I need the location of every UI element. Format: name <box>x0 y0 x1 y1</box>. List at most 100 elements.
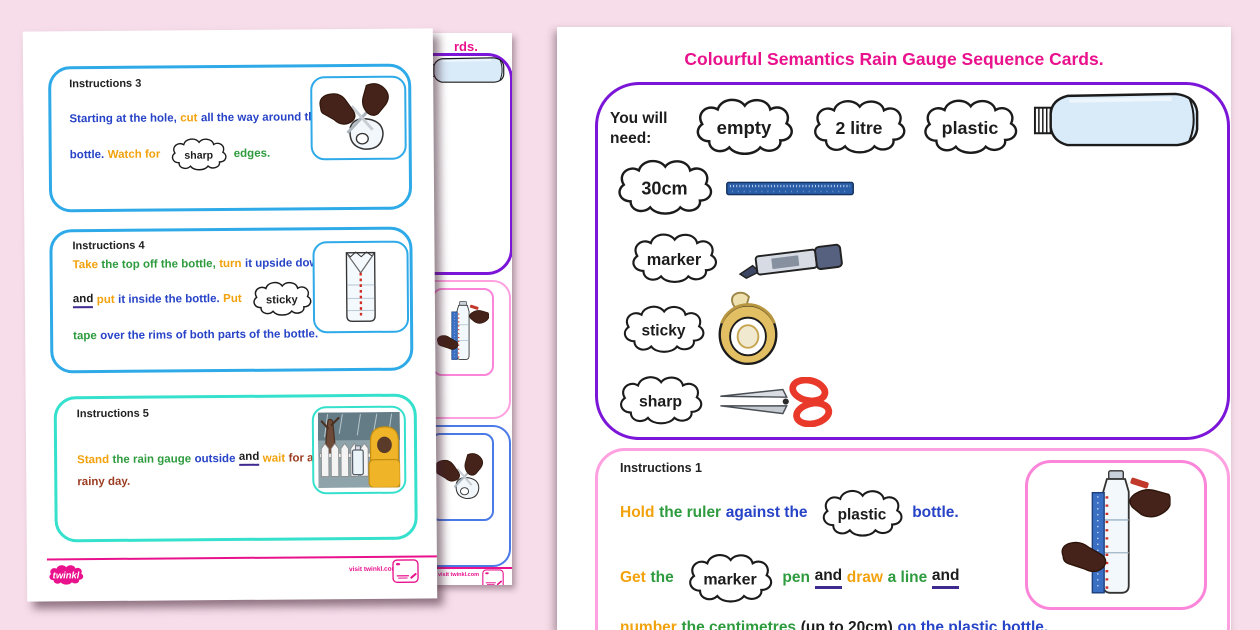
text-segment: bottle. <box>69 148 105 162</box>
visit-twinkl-link[interactable]: visit twinkl.com <box>348 565 398 574</box>
text-segment: and <box>72 292 94 308</box>
text-segment: cut <box>180 112 198 125</box>
cloud-word-plastic: plastic <box>914 90 1026 163</box>
twinkl-logo: twinkl <box>45 562 87 587</box>
cutting-bottle-icon <box>316 81 401 156</box>
instructions-1-card-partial <box>430 280 511 419</box>
twinkl-badge-icon <box>482 569 504 585</box>
visit-twinkl-link[interactable]: visit twinkl.com <box>438 572 479 578</box>
text-segment: the rain gauge <box>112 452 192 466</box>
cloud-word-marker: marker <box>680 547 780 609</box>
cloud-word-label: plastic <box>838 506 887 523</box>
instruction-image-frame <box>312 240 410 334</box>
cloud-word-label: sticky <box>642 322 686 339</box>
text-segment: tape <box>73 330 97 343</box>
text-segment: a line <box>887 569 928 586</box>
text-segment: Stand <box>77 453 110 466</box>
instruction-image-frame <box>430 433 494 521</box>
text-segment: rainy day. <box>77 475 131 489</box>
footer-divider <box>46 555 437 561</box>
twinkl-badge-icon <box>392 559 419 584</box>
text-segment: wait <box>262 452 286 465</box>
instruction-image-frame <box>1025 460 1207 610</box>
text-segment: put <box>96 293 115 307</box>
rainy-day-scene-icon <box>318 412 401 489</box>
you-will-need-label: You will need: <box>610 109 667 149</box>
instructions-4-card: Instructions 4 Take the top off the bott… <box>49 226 414 374</box>
instruction-image-frame <box>432 288 494 376</box>
text-segment: number <box>620 619 677 630</box>
footer-divider <box>430 567 512 569</box>
cloud-word-sticky: sticky <box>247 277 317 320</box>
text-segment: and <box>931 567 960 589</box>
partial-page-title: rds. <box>454 39 478 54</box>
right-page: Colourful Semantics Rain Gauge Sequence … <box>557 27 1231 630</box>
instructions-2-card-partial <box>430 425 511 567</box>
cloud-word-30cm: 30cm <box>608 151 721 223</box>
cloud-word-label: marker <box>704 572 757 589</box>
cloud-word-label: 2 litre <box>836 118 883 138</box>
text-segment: Take <box>72 259 99 272</box>
text-segment: all the way around the <box>200 111 322 125</box>
cloud-word-plastic: plastic <box>814 484 910 542</box>
text-segment: the top off the bottle, <box>101 258 216 272</box>
you-will-need-box: You will need: empty 2 litre plastic 30c… <box>595 82 1230 440</box>
card-title: Instructions 5 <box>76 407 149 421</box>
text-segment: the centimetres <box>681 619 797 630</box>
instruction-image-frame <box>311 405 407 495</box>
ruler-bottle-hands-icon <box>437 294 489 370</box>
middle-page: rds. visit twinkl.com <box>430 33 512 585</box>
text-segment: Hold <box>620 504 655 521</box>
text-segment: the ruler <box>659 504 722 521</box>
label-line: You will <box>610 110 668 127</box>
instructions-3-card: Instructions 3 Starting at the hole, cut… <box>48 63 413 213</box>
text-segment: and <box>238 450 260 466</box>
cloud-word-label: marker <box>647 251 702 269</box>
plastic-bottle-icon <box>430 55 508 85</box>
text-segment: it inside the bottle. <box>118 293 220 306</box>
cloud-word-marker: marker <box>623 225 725 291</box>
instructions-5-card: Instructions 5 Stand the rain gauge outs… <box>53 393 418 543</box>
scissors-icon <box>715 377 845 427</box>
instructions-1-card: Instructions 1 Hold the ruler against th… <box>595 448 1230 630</box>
sticky-tape-icon <box>715 289 781 367</box>
text-segment: outside <box>194 452 236 465</box>
text-segment: and <box>814 567 843 589</box>
card-title: Instructions 4 <box>72 239 145 253</box>
text-segment: the <box>650 569 674 586</box>
left-page: Instructions 3 Starting at the hole, cut… <box>22 28 438 602</box>
cloud-word-sharp: sharp <box>166 134 232 175</box>
ruler-bottle-hands-icon <box>1057 469 1175 601</box>
marker-pen-icon <box>733 240 849 282</box>
text-segment: Put <box>223 292 242 306</box>
cloud-word-label: sharp <box>184 150 213 162</box>
text-segment: Get <box>620 569 646 586</box>
instruction-image-frame <box>310 75 407 161</box>
text-segment: Starting at the hole, <box>69 112 177 126</box>
text-segment: bottle. <box>912 504 959 521</box>
text-segment: edges. <box>233 147 271 160</box>
bottle-funnel-icon <box>336 246 385 328</box>
text-segment: for a <box>288 451 314 465</box>
text-segment: against the <box>725 504 808 521</box>
text-segment: (up to 20cm) <box>800 619 893 630</box>
you-will-need-box-partial <box>430 53 512 275</box>
label-line: need: <box>610 130 652 148</box>
plastic-bottle-icon <box>1032 88 1204 151</box>
cutting-bottle-icon <box>434 447 490 507</box>
text-segment: on the plastic bottle. <box>897 619 1049 630</box>
card-title: Instructions 3 <box>69 77 142 91</box>
cloud-word-label: empty <box>717 117 772 138</box>
cloud-word-empty: empty <box>686 90 802 163</box>
page-title: Colourful Semantics Rain Gauge Sequence … <box>684 49 1104 69</box>
cloud-word-2litre: 2 litre <box>804 90 914 163</box>
cloud-word-label: sharp <box>639 394 682 411</box>
text-segment: draw <box>846 569 883 586</box>
ruler-icon <box>726 181 854 196</box>
text-segment: pen <box>782 569 810 586</box>
cloud-word-sharp: sharp <box>611 365 710 435</box>
text-segment: turn <box>219 257 242 271</box>
cloud-word-label: plastic <box>942 118 999 138</box>
card-title: Instructions 1 <box>620 461 702 475</box>
